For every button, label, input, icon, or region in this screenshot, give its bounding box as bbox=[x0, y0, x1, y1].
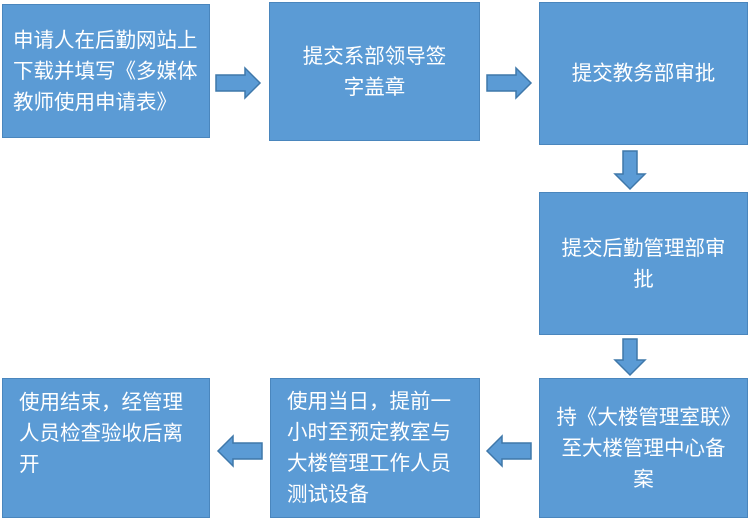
step-6-equipment-test: 使用当日，提前一小时至预定教室与大楼管理工作人员测试设备 bbox=[270, 378, 480, 518]
step-2-department-signature: 提交系部领导签字盖章 bbox=[269, 2, 480, 141]
arrow-left-icon bbox=[485, 434, 532, 468]
step-3-academic-affairs-approval: 提交教务部审批 bbox=[539, 2, 748, 145]
step-2-text: 提交系部领导签字盖章 bbox=[302, 43, 447, 99]
step-5-building-registration: 持《大楼管理室联》至大楼管理中心备案 bbox=[539, 378, 748, 518]
arrow-down-icon bbox=[613, 150, 647, 191]
arrow-right-icon bbox=[215, 66, 262, 100]
arrow-left-icon bbox=[216, 434, 263, 468]
step-4-text: 提交后勤管理部审批 bbox=[561, 235, 726, 291]
step-3-text: 提交教务部审批 bbox=[571, 61, 716, 85]
step-6-text: 使用当日，提前一小时至预定教室与大楼管理工作人员测试设备 bbox=[287, 389, 451, 506]
step-7-text: 使用结束，经管理人员检查验收后离开 bbox=[19, 390, 183, 476]
step-7-inspection-and-leave: 使用结束，经管理人员检查验收后离开 bbox=[2, 378, 210, 518]
step-1-text: 申请人在后勤网站上下载并填写《多媒体教师使用申请表》 bbox=[13, 27, 198, 114]
step-4-logistics-approval: 提交后勤管理部审批 bbox=[539, 192, 748, 335]
step-5-text: 持《大楼管理室联》至大楼管理中心备案 bbox=[556, 404, 731, 491]
step-1-download-form: 申请人在后勤网站上下载并填写《多媒体教师使用申请表》 bbox=[2, 4, 210, 138]
arrow-right-icon bbox=[486, 66, 533, 100]
arrow-down-icon bbox=[613, 338, 647, 377]
